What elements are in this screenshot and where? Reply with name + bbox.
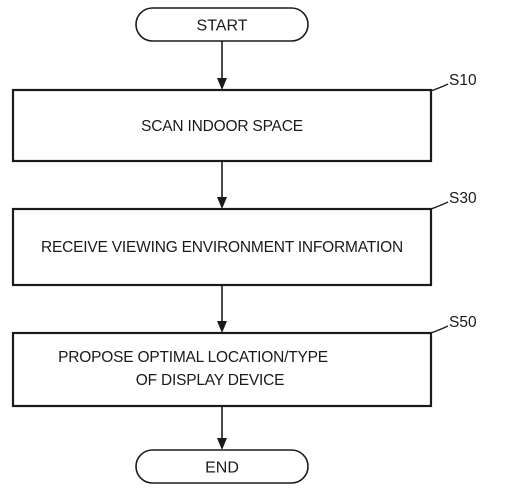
step-label-s50: S50 — [449, 314, 477, 331]
leader-s30 — [430, 201, 449, 210]
step-label-s10: S10 — [449, 72, 477, 89]
arrow-head-start-to-s10 — [217, 78, 227, 90]
arrow-head-s30-to-s50 — [217, 321, 227, 333]
arrow-head-s50-to-end — [217, 438, 227, 450]
leader-s50 — [430, 325, 449, 334]
step-box-s50 — [11, 331, 433, 408]
step-label-s30: S30 — [449, 190, 477, 207]
step-s30-text-line-1: RECEIVE VIEWING ENVIRONMENT INFORMATION — [41, 239, 403, 256]
end-terminator — [135, 449, 309, 484]
start-label: START — [197, 18, 248, 35]
step-s10-text-line-1: SCAN INDOOR SPACE — [141, 118, 303, 135]
step-s50-text-line-2: OF DISPLAY DEVICE — [136, 372, 285, 389]
end-label: END — [205, 460, 239, 477]
step-s50-text-line-1: PROPOSE OPTIMAL LOCATION/TYPE — [58, 349, 328, 366]
step-box-s10 — [11, 88, 433, 163]
arrow-head-s10-to-s30 — [217, 197, 227, 209]
leader-s10 — [430, 83, 449, 92]
